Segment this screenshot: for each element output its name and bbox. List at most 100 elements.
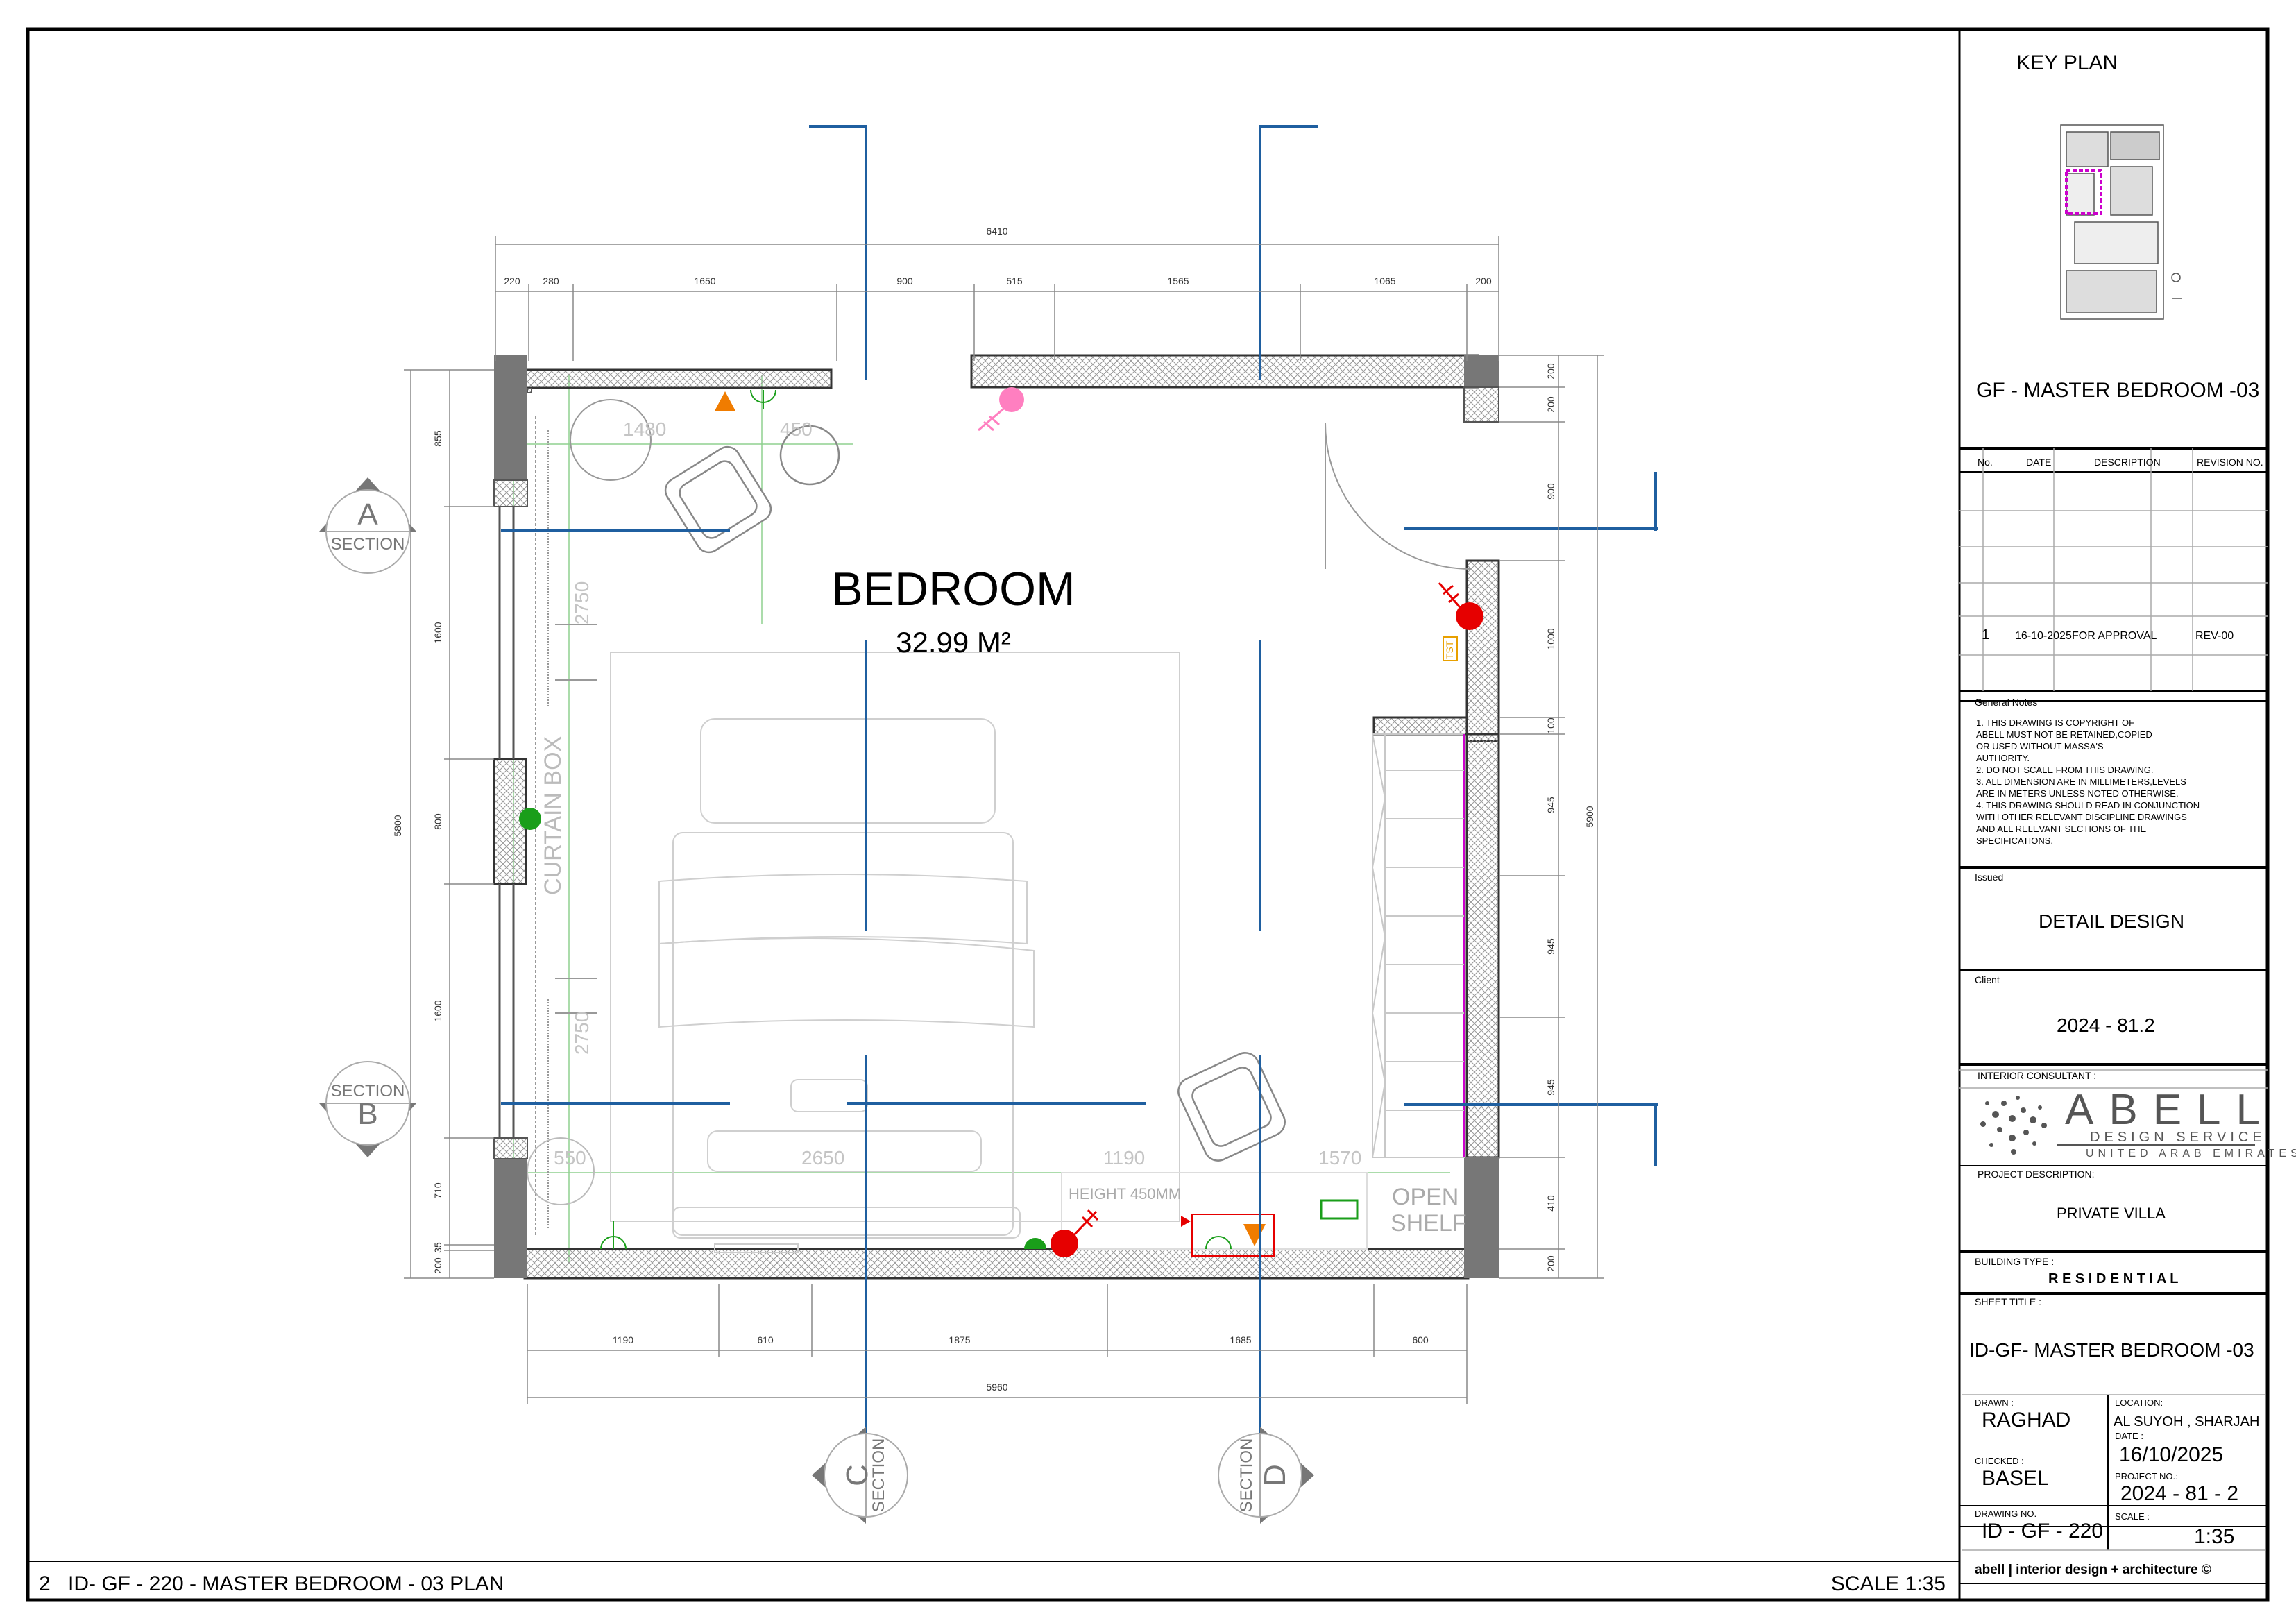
svg-text:1480: 1480: [623, 418, 666, 440]
green-outlet-bottom-left: [600, 1221, 627, 1250]
drawn-value: RAGHAD: [1982, 1409, 2071, 1431]
svg-text:2650: 2650: [801, 1147, 844, 1169]
room-area: 32.99 M²: [896, 626, 1011, 658]
project-desc-label: PROJECT DESCRIPTION:: [1978, 1169, 2095, 1180]
tst-label: TST: [1444, 640, 1455, 659]
rev-header-revision-no: REVISION NO.: [2197, 457, 2263, 468]
svg-text:710: 710: [432, 1182, 443, 1199]
curtain-box-label: CURTAIN BOX: [540, 736, 566, 895]
green-outlet-left-wall: [519, 808, 541, 830]
project-desc-value: PRIVATE VILLA: [2057, 1205, 2166, 1222]
sheet-title-label: SHEET TITLE :: [1975, 1296, 2041, 1307]
svg-text:220: 220: [504, 275, 520, 287]
general-note-line: ABELL MUST NOT BE RETAINED,COPIED: [1976, 729, 2152, 740]
logo-sub1: DESIGN SERVICE: [2090, 1130, 2266, 1145]
checked-value: BASEL: [1982, 1467, 2049, 1490]
side-table-top-left: [570, 399, 652, 481]
svg-text:410: 410: [1545, 1195, 1556, 1212]
key-plan-title: GF - MASTER BEDROOM -03: [1976, 379, 2260, 402]
key-plan-thumbnail: [2060, 124, 2182, 320]
key-plan-label: KEY PLAN: [2016, 51, 2118, 74]
svg-text:200: 200: [1475, 275, 1492, 287]
footer-brand: abell | interior design + architecture ©: [1975, 1563, 2211, 1577]
svg-text:1190: 1190: [1103, 1147, 1145, 1169]
general-note-line: AUTHORITY.: [1976, 753, 2030, 763]
rev-row-description: FOR APPROVAL: [2072, 630, 2157, 642]
svg-text:600: 600: [1412, 1334, 1429, 1345]
svg-text:SECTION: SECTION: [331, 535, 405, 554]
bottom-dimension-texts: 1190 610 1875 1685 600 5960: [613, 1334, 1429, 1393]
scale-value: 1:35: [2194, 1525, 2235, 1548]
side-table-bottom: [527, 1137, 595, 1205]
svg-text:2750: 2750: [571, 581, 593, 624]
general-note-line: 2. DO NOT SCALE FROM THIS DRAWING.: [1976, 765, 2154, 775]
orange-triangle-symbol: [715, 391, 735, 411]
svg-text:1190: 1190: [613, 1334, 633, 1345]
general-note-line: AND ALL RELEVANT SECTIONS OF THE: [1976, 824, 2147, 834]
drawing-no-value: ID - GF - 220: [1982, 1520, 2104, 1543]
project-no-value: 2024 - 81 - 2: [2120, 1482, 2239, 1505]
right-dimension-texts: 5900 200 200 900 1000 100 945 945 945 41…: [1545, 363, 1595, 1272]
door-swing: [1325, 423, 1472, 570]
section-marker-b: B SECTION: [319, 1061, 416, 1157]
title-block: [1959, 124, 2268, 1584]
drawing-no-label: DRAWING NO.: [1975, 1509, 2037, 1519]
orange-triangle-down: [1243, 1224, 1266, 1246]
client-value: 2024 - 81.2: [2057, 1014, 2155, 1036]
sheet-border: [26, 27, 2270, 1602]
svg-text:35: 35: [432, 1242, 443, 1253]
drawing-scale: SCALE 1:35: [1831, 1572, 1946, 1595]
svg-text:SECTION: SECTION: [1237, 1438, 1256, 1513]
sheet-title-value: ID-GF- MASTER BEDROOM -03: [1969, 1339, 2254, 1361]
walls: [493, 354, 1500, 1280]
svg-text:100: 100: [1545, 717, 1556, 734]
svg-text:SECTION: SECTION: [869, 1438, 888, 1513]
svg-text:5800: 5800: [392, 815, 403, 836]
rev-row-no: 1: [1982, 627, 1990, 643]
floor-plan: CURTAIN BOX 1480 450 2750 2750 2650 11: [319, 125, 1658, 1524]
svg-text:B: B: [357, 1097, 377, 1131]
column-wraps: [493, 386, 1499, 1159]
project-no-label: PROJECT NO.:: [2115, 1471, 2178, 1481]
green-outlet-symbol-top: [750, 389, 776, 409]
room-name: BEDROOM: [831, 563, 1075, 615]
svg-text:945: 945: [1545, 797, 1556, 813]
svg-text:1570: 1570: [1318, 1147, 1361, 1169]
svg-text:855: 855: [432, 430, 443, 447]
columns: [494, 355, 1499, 1278]
height-note: HEIGHT 450MM: [1069, 1185, 1181, 1203]
section-marker-a: A SECTION: [319, 477, 416, 574]
issued-value: DETAIL DESIGN: [2039, 910, 2185, 932]
svg-text:200: 200: [1545, 1255, 1556, 1272]
client-label: Client: [1975, 974, 2000, 985]
green-panel-symbol: [1320, 1199, 1359, 1220]
date-label: DATE :: [2115, 1431, 2143, 1441]
svg-text:A: A: [357, 498, 378, 532]
location-label: LOCATION:: [2115, 1397, 2163, 1408]
top-dimensions: [495, 236, 1499, 361]
svg-text:900: 900: [896, 275, 913, 287]
right-dimensions: [1499, 355, 1604, 1279]
consultant-label: INTERIOR CONSULTANT :: [1978, 1070, 2097, 1081]
armchair-bottom: [1177, 1052, 1286, 1162]
svg-text:C: C: [840, 1464, 874, 1486]
building-type-value: R E S I D E N T I A L: [2048, 1271, 2179, 1286]
ottoman: [714, 1243, 799, 1253]
left-dimensions: [404, 369, 494, 1279]
section-lines: [501, 125, 1658, 1497]
rev-row-date: 16-10-2025: [2015, 630, 2072, 642]
electrical-symbols: TST: [519, 387, 1483, 1257]
red-switch-tail-bottom: [1070, 1209, 1099, 1239]
logo-word: ABELL: [2065, 1086, 2276, 1134]
svg-text:200: 200: [1545, 363, 1556, 380]
section-marker-c: C SECTION: [812, 1427, 908, 1524]
building-type-label: BUILDING TYPE :: [1975, 1256, 2055, 1267]
open-shelf-label-1: OPEN: [1392, 1184, 1459, 1210]
svg-text:1565: 1565: [1167, 275, 1189, 287]
svg-text:900: 900: [1545, 483, 1556, 500]
svg-text:515: 515: [1006, 275, 1023, 287]
green-outlet-symbol-bottom: [1205, 1236, 1232, 1250]
checked-label: CHECKED :: [1975, 1456, 2024, 1466]
svg-text:945: 945: [1545, 938, 1556, 955]
